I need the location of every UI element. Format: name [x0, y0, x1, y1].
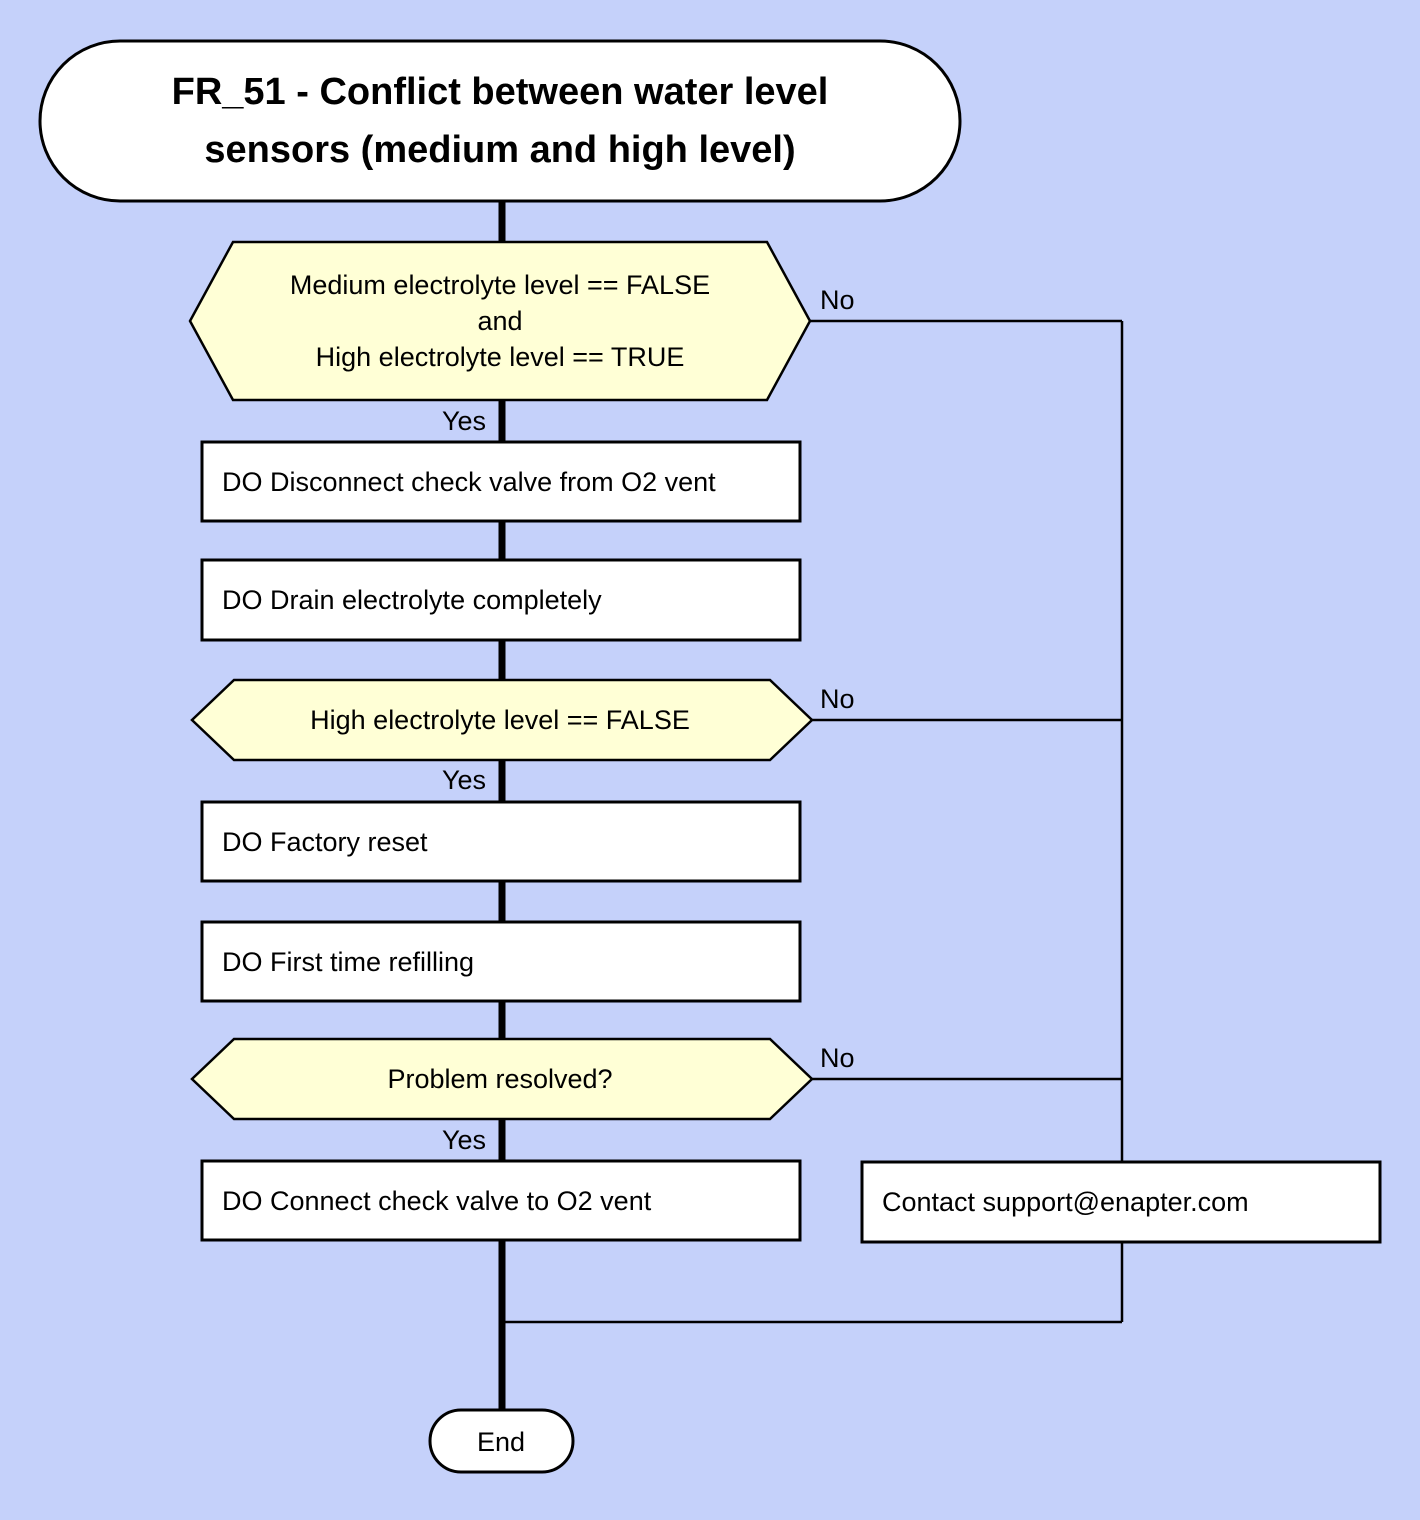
node-process-3: DO Factory reset	[200, 800, 802, 883]
process-1-box-shape	[200, 440, 802, 523]
node-decision-3: Problem resolved?	[190, 1037, 814, 1121]
process-2-label: DO Drain electrolyte completely	[222, 585, 602, 615]
decision-1-line-2: and	[477, 306, 522, 336]
node-decision-2: High electrolyte level == FALSE	[190, 678, 814, 762]
node-process-4: DO First time refilling	[200, 920, 802, 1003]
decision-1-hexagon-shape	[188, 240, 812, 402]
decision-1-line-1: Medium electrolyte level == FALSE	[290, 270, 710, 300]
decision-3-yes-label: Yes	[442, 1125, 486, 1155]
process-5-label: DO Connect check valve to O2 vent	[222, 1186, 652, 1216]
decision-1-yes-label: Yes	[442, 406, 486, 436]
decision-1-no-label: No	[820, 285, 855, 315]
decision-3-no-label: No	[820, 1043, 855, 1073]
end-label: End	[477, 1427, 525, 1457]
decision-3-hexagon-shape	[190, 1037, 814, 1121]
decision-2-yes-label: Yes	[442, 765, 486, 795]
title-stadium-shape	[38, 39, 962, 203]
process-4-box-shape	[200, 920, 802, 1003]
contact-support-label: Contact support@enapter.com	[882, 1187, 1249, 1217]
process-5-box-shape	[200, 1159, 802, 1242]
decision-1-line-3: High electrolyte level == TRUE	[316, 342, 685, 372]
decision-2-no-label: No	[820, 684, 855, 714]
title-line-2: sensors (medium and high level)	[204, 129, 795, 171]
process-3-box-shape	[200, 800, 802, 883]
decision-3-line-1: Problem resolved?	[387, 1064, 612, 1094]
decision-2-line-1: High electrolyte level == FALSE	[310, 705, 690, 735]
node-process-2: DO Drain electrolyte completely	[200, 558, 802, 642]
node-decision-1: Medium electrolyte level == FALSE and Hi…	[188, 240, 812, 402]
node-process-1: DO Disconnect check valve from O2 vent	[200, 440, 802, 523]
decision-2-hexagon-shape	[190, 678, 814, 762]
node-end: End	[428, 1408, 575, 1474]
process-4-label: DO First time refilling	[222, 947, 474, 977]
contact-support-box-shape	[860, 1160, 1382, 1244]
title-line-1: FR_51 - Conflict between water level	[172, 71, 829, 113]
node-contact-support: Contact support@enapter.com	[860, 1160, 1382, 1244]
node-title: FR_51 - Conflict between water level sen…	[38, 39, 962, 203]
end-stadium-shape	[428, 1408, 575, 1474]
process-1-label: DO Disconnect check valve from O2 vent	[222, 467, 716, 497]
process-2-box-shape	[200, 558, 802, 642]
node-process-5: DO Connect check valve to O2 vent	[200, 1159, 802, 1242]
process-3-label: DO Factory reset	[222, 827, 428, 857]
